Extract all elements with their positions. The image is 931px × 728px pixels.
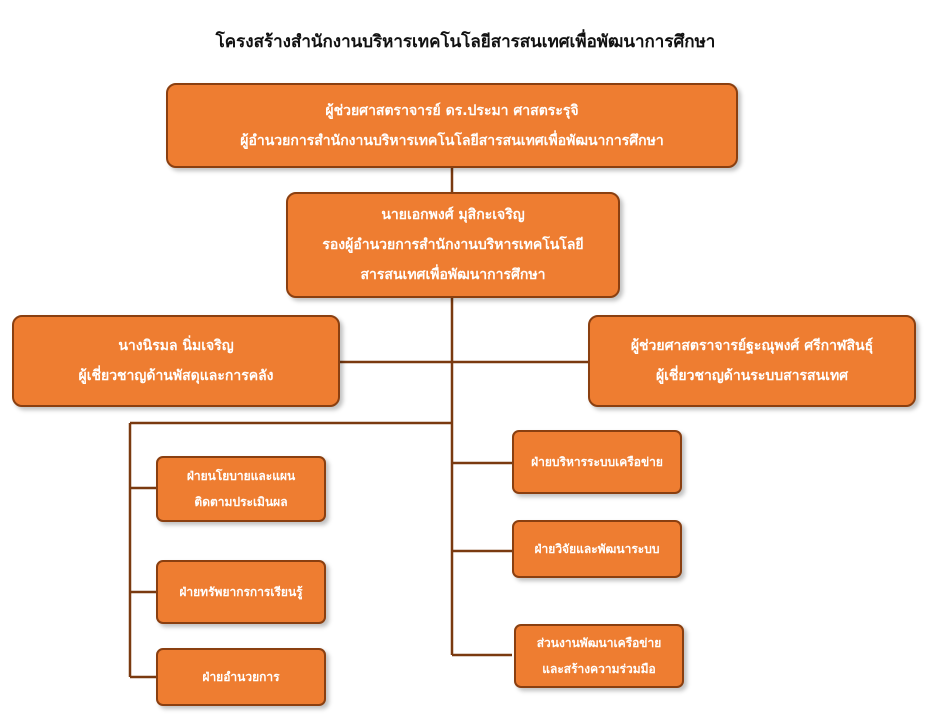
chart-title: โครงสร้างสำนักงานบริหารเทคโนโลยีสารสนเทศ… bbox=[215, 32, 716, 52]
division-label: ฝ่ายอำนวยการ bbox=[202, 670, 280, 684]
director-box: ผู้ช่วยศาสตราจารย์ ดร.ประมา ศาสตระรุจิ ผ… bbox=[166, 83, 738, 168]
deputy-name: นายเอกพงศ์ มุสิกะเจริญ bbox=[381, 207, 525, 223]
expert-right-position: ผู้เชี่ยวชาญด้านระบบสารสนเทศ bbox=[655, 368, 849, 384]
division-label: ฝ่ายวิจัยและพัฒนาระบบ bbox=[534, 542, 660, 556]
expert-left-box: นางนิรมล นิ่มเจริญ ผู้เชี่ยวชาญด้านพัสดุ… bbox=[12, 315, 340, 407]
deputy-position-line2: สารสนเทศเพื่อพัฒนาการศึกษา bbox=[360, 267, 546, 283]
deputy-box: นายเอกพงศ์ มุสิกะเจริญ รองผู้อำนวยการสำน… bbox=[286, 192, 620, 298]
division-policy-planning: ฝ่ายนโยบายและแผน ติดตามประเมินผล bbox=[156, 456, 326, 522]
division-label: ฝ่ายบริหารระบบเครือข่าย bbox=[531, 455, 663, 469]
deputy-position-line1: รองผู้อำนวยการสำนักงานบริหารเทคโนโลยี bbox=[322, 237, 584, 253]
division-network-development: ส่วนงานพัฒนาเครือข่าย และสร้างความร่วมมื… bbox=[514, 624, 684, 688]
division-label: ฝ่ายนโยบายและแผน bbox=[186, 469, 296, 483]
director-name: ผู้ช่วยศาสตราจารย์ ดร.ประมา ศาสตระรุจิ bbox=[325, 102, 579, 119]
division-label: และสร้างความร่วมมือ bbox=[542, 662, 656, 676]
division-label: ฝ่ายทรัพยากรการเรียนรู้ bbox=[179, 585, 303, 599]
expert-right-box: ผู้ช่วยศาสตราจารย์ฐะณุพงศ์ ศรีกาฬสินธุ์ … bbox=[588, 315, 916, 407]
division-label: ส่วนงานพัฒนาเครือข่าย bbox=[536, 636, 662, 650]
division-learning-resources: ฝ่ายทรัพยากรการเรียนรู้ bbox=[156, 560, 326, 624]
expert-left-name: นางนิรมล นิ่มเจริญ bbox=[118, 338, 234, 354]
director-position: ผู้อำนวยการสำนักงานบริหารเทคโนโลยีสารสนเ… bbox=[240, 132, 664, 149]
division-research-development: ฝ่ายวิจัยและพัฒนาระบบ bbox=[512, 520, 682, 578]
division-administration: ฝ่ายอำนวยการ bbox=[156, 648, 326, 706]
expert-left-position: ผู้เชี่ยวชาญด้านพัสดุและการคลัง bbox=[78, 368, 274, 384]
division-network-management: ฝ่ายบริหารระบบเครือข่าย bbox=[512, 430, 682, 494]
division-label: ติดตามประเมินผล bbox=[194, 495, 288, 509]
expert-right-name: ผู้ช่วยศาสตราจารย์ฐะณุพงศ์ ศรีกาฬสินธุ์ bbox=[630, 338, 874, 354]
